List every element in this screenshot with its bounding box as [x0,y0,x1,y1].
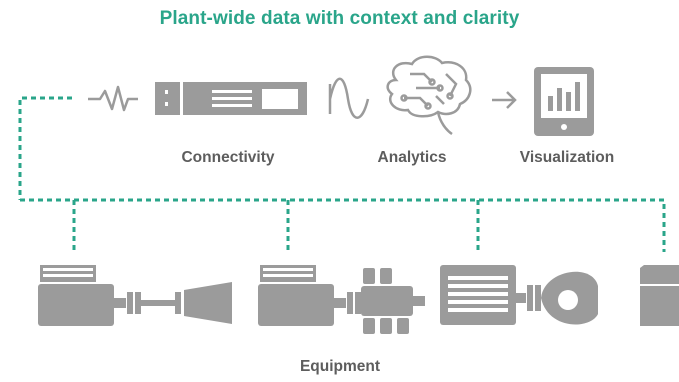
motor-valve-manifold-icon [258,265,425,334]
sine-wave-icon [328,77,370,119]
network-left-link [18,96,72,200]
dashed-network [18,96,666,252]
signal-wave-icon [88,85,138,112]
visualization-label: Visualization [519,149,615,166]
network-bus [20,198,666,252]
page-title: Plant-wide data with context and clarity [159,8,520,29]
arrow-right-icon [492,91,517,109]
equipment-cabinet-icon [640,265,679,326]
brain-circuit-icon [386,55,472,136]
motor-compressor-icon [38,265,232,326]
connectivity-label: Connectivity [181,149,275,166]
motor-pump-icon [440,265,598,325]
tablet-chart-icon [534,67,594,136]
equipment-label: Equipment [299,358,381,375]
analytics-label: Analytics [377,149,447,166]
server-rack-icon [155,82,307,115]
